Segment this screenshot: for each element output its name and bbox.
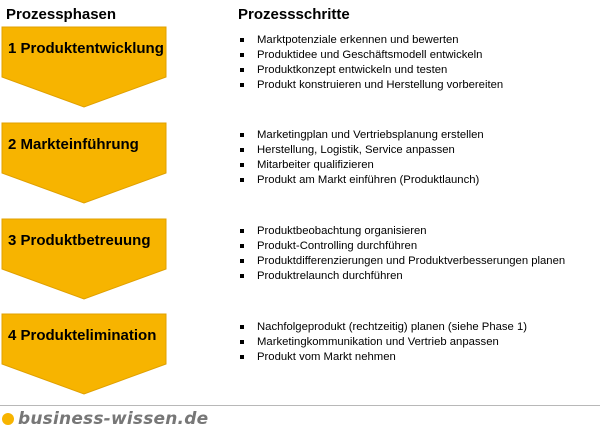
phase-4-steps: Nachfolgeprodukt (rechtzeitig) planen (s…: [238, 320, 527, 365]
phase-label: 2 Markteinführung: [8, 136, 139, 153]
step-item: Produkt konstruieren und Herstellung vor…: [238, 78, 503, 93]
bullet-icon: [240, 38, 244, 42]
footer-divider: [0, 405, 600, 406]
phase-2: 2 Markteinführung: [0, 122, 170, 204]
step-text: Produktdifferenzierungen und Produktverb…: [257, 255, 566, 267]
phase-chevron-shape: [1, 122, 167, 204]
step-text: Produkt vom Markt nehmen: [257, 351, 396, 363]
step-item: Produkt vom Markt nehmen: [238, 350, 527, 365]
bullet-icon: [240, 325, 244, 329]
brand-dot-icon: [2, 413, 14, 425]
bullet-icon: [240, 53, 244, 57]
step-item: Produkt am Markt einführen (Produktlaunc…: [238, 173, 484, 188]
step-text: Produkt-Controlling durchführen: [257, 240, 418, 252]
phase-3: 3 Produktbetreuung: [0, 218, 170, 300]
bullet-icon: [240, 274, 244, 278]
step-text: Mitarbeiter qualifizieren: [257, 159, 374, 171]
bullet-icon: [240, 178, 244, 182]
brand-logo-text: business-wissen.de: [18, 409, 209, 429]
step-item: Produktdifferenzierungen und Produktverb…: [238, 254, 565, 269]
step-item: Produktrelaunch durchführen: [238, 269, 565, 284]
bullet-icon: [240, 259, 244, 263]
step-item: Produkt-Controlling durchführen: [238, 239, 565, 254]
step-item: Produktbeobachtung organisieren: [238, 224, 565, 239]
bullet-icon: [240, 244, 244, 248]
step-item: Marketingkommunikation und Vertrieb anpa…: [238, 335, 527, 350]
step-item: Marktpotenziale erkennen und bewerten: [238, 33, 503, 48]
bullet-icon: [240, 229, 244, 233]
step-item: Herstellung, Logistik, Service anpassen: [238, 143, 484, 158]
step-text: Produktkonzept entwickeln und testen: [257, 64, 448, 76]
steps-header: Prozessschritte: [238, 6, 350, 23]
bullet-icon: [240, 163, 244, 167]
phase-4: 4 Produktelimination: [0, 313, 170, 395]
bullet-icon: [240, 83, 244, 87]
bullet-icon: [240, 133, 244, 137]
phase-label: 3 Produktbetreuung: [8, 232, 151, 249]
bullet-icon: [240, 340, 244, 344]
bullet-icon: [240, 148, 244, 152]
bullet-icon: [240, 355, 244, 359]
step-text: Herstellung, Logistik, Service anpassen: [257, 144, 455, 156]
phase-chevron-shape: [1, 313, 167, 395]
step-item: Marketingplan und Vertriebsplanung erste…: [238, 128, 484, 143]
phase-2-steps: Marketingplan und Vertriebsplanung erste…: [238, 128, 484, 188]
step-text: Produktidee und Geschäftsmodell entwicke…: [257, 49, 483, 61]
step-text: Marktpotenziale erkennen und bewerten: [257, 34, 459, 46]
step-text: Produktbeobachtung organisieren: [257, 225, 427, 237]
bullet-icon: [240, 68, 244, 72]
phase-chevron-shape: [1, 26, 167, 108]
phase-chevron-shape: [1, 218, 167, 300]
step-text: Produkt am Markt einführen (Produktlaunc…: [257, 174, 480, 186]
phases-header: Prozessphasen: [6, 6, 117, 23]
step-item: Produktkonzept entwickeln und testen: [238, 63, 503, 78]
phase-label: 4 Produktelimination: [8, 327, 157, 344]
step-item: Nachfolgeprodukt (rechtzeitig) planen (s…: [238, 320, 527, 335]
step-item: Mitarbeiter qualifizieren: [238, 158, 484, 173]
phase-label: 1 Produktentwicklung: [8, 40, 164, 57]
step-text: Marketingplan und Vertriebsplanung erste…: [257, 129, 484, 141]
step-text: Nachfolgeprodukt (rechtzeitig) planen (s…: [257, 321, 528, 333]
step-text: Produkt konstruieren und Herstellung vor…: [257, 79, 504, 91]
phase-1: 1 Produktentwicklung: [0, 26, 170, 108]
step-text: Produktrelaunch durchführen: [257, 270, 403, 282]
step-item: Produktidee und Geschäftsmodell entwicke…: [238, 48, 503, 63]
step-text: Marketingkommunikation und Vertrieb anpa…: [257, 336, 499, 348]
